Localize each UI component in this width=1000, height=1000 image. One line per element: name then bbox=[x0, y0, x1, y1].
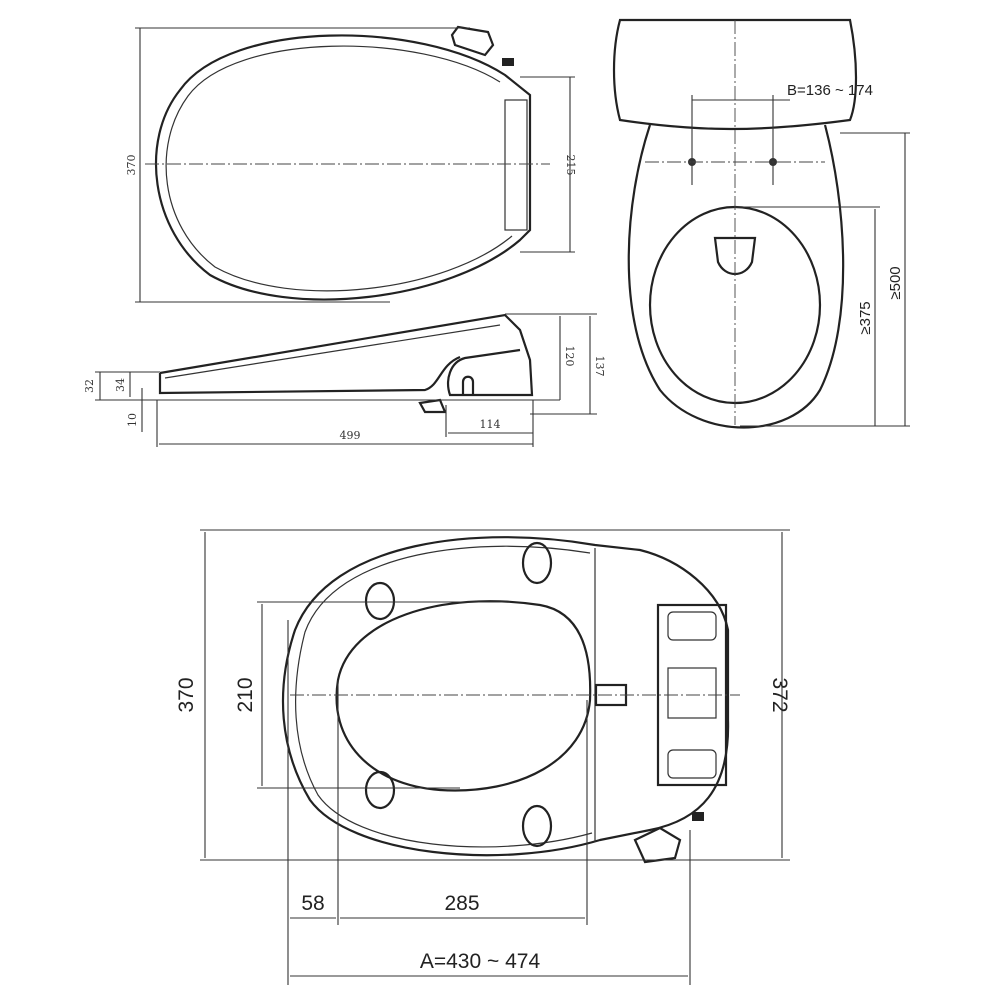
bumper bbox=[364, 770, 396, 810]
front-height-label: 32 bbox=[83, 379, 96, 393]
rear-width-label: 372 bbox=[768, 677, 791, 712]
bolt-spacing-label: B=136 ~ 174 bbox=[787, 82, 873, 99]
hinge-tab bbox=[450, 25, 495, 57]
drain-outlet bbox=[713, 236, 757, 276]
bottom-view: 370 210 372 58 285 A=430 ~ 474 bbox=[175, 529, 791, 985]
side-view: 32 34 10 120 137 114 499 bbox=[83, 313, 606, 447]
connector bbox=[692, 812, 704, 821]
overall-length-label: A=430 ~ 474 bbox=[420, 950, 541, 973]
opening-length-label: 285 bbox=[444, 892, 479, 915]
connector bbox=[502, 58, 514, 66]
bumper bbox=[521, 804, 553, 848]
rear-length-label: 114 bbox=[480, 418, 501, 431]
bottom-width-label: 370 bbox=[175, 677, 198, 712]
seat-opening bbox=[335, 600, 592, 792]
seat-lid-outline bbox=[154, 34, 532, 301]
seat-bottom-outline bbox=[281, 536, 730, 857]
hinge-tab bbox=[633, 826, 682, 864]
side-bracket bbox=[418, 398, 447, 414]
hinge-width-label: 215 bbox=[564, 155, 577, 176]
body-height-label: 120 bbox=[563, 346, 576, 367]
toilet-view: B=136 ~ 174 ≥375 ≥500 bbox=[612, 18, 910, 429]
bumper bbox=[364, 581, 396, 621]
front-offset-label: 10 bbox=[126, 413, 139, 427]
front-thickness-label: 34 bbox=[114, 378, 127, 392]
seat-side-outline bbox=[159, 313, 534, 397]
side-slot bbox=[461, 375, 475, 395]
hinge-cover bbox=[504, 99, 528, 231]
bowl-outline bbox=[627, 124, 845, 429]
total-length-label: 499 bbox=[340, 429, 361, 442]
bowl-min-label: ≥375 bbox=[857, 301, 874, 334]
seat-bottom-outline bbox=[158, 355, 461, 395]
seat-inner-edge bbox=[165, 45, 513, 292]
opening-width-label: 210 bbox=[234, 677, 257, 712]
tank-outline bbox=[612, 18, 858, 131]
bumper bbox=[521, 541, 553, 585]
total-height-label: 137 bbox=[593, 356, 606, 377]
total-min-label: ≥500 bbox=[887, 266, 904, 299]
top-width-label: 370 bbox=[125, 155, 138, 176]
top-view: 370 215 bbox=[125, 25, 577, 303]
front-gap-label: 58 bbox=[301, 892, 324, 915]
